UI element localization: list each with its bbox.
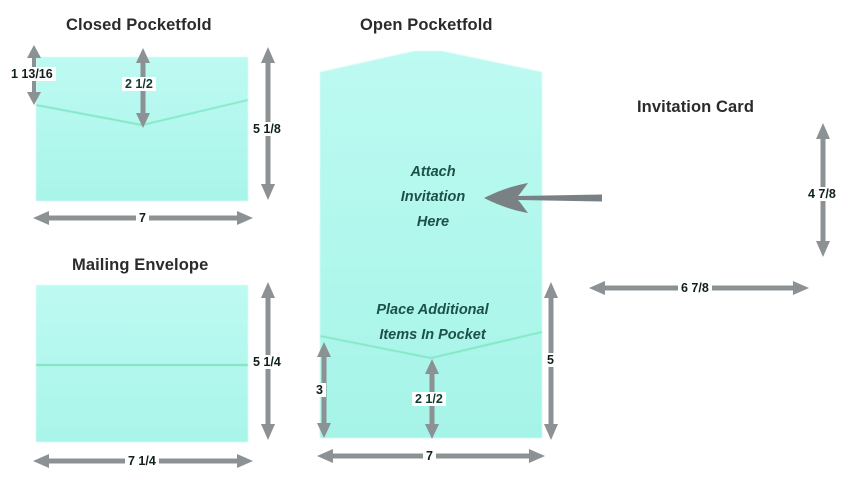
attach-invitation-note: Attach Invitation Here [378,160,488,235]
open-pocketfold-shape [314,44,548,444]
invitation-card-width-label: 6 7/8 [678,281,712,295]
closed-pocketfold-title: Closed Pocketfold [66,16,212,34]
place-items-line-1: Place Additional [376,302,489,318]
attach-invitation-line-3: Here [416,214,450,230]
mailing-envelope-shape [30,279,256,449]
attach-pointer-arrow [482,183,604,213]
invitation-card-height-label: 4 7/8 [805,187,839,201]
mailing-envelope-height-label: 5 1/4 [250,355,284,369]
closed-pocketfold-pocket-depth-label: 2 1/2 [122,77,156,91]
place-items-note: Place Additional Items In Pocket [360,298,505,348]
mailing-envelope-width-label: 7 1/4 [125,454,159,468]
place-items-line-2: Items In Pocket [379,327,486,343]
mailing-envelope-title: Mailing Envelope [72,256,209,274]
open-pocketfold-pocket-center-height-label: 2 1/2 [412,392,446,406]
attach-invitation-line-2: Invitation [400,189,466,205]
closed-pocketfold-flap-height-label: 1 13/16 [8,67,56,81]
open-pocketfold-panel-height-label: 5 [544,353,557,367]
open-pocketfold-title: Open Pocketfold [360,16,493,34]
closed-pocketfold-total-width-label: 7 [136,211,149,225]
closed-pocketfold-total-height-label: 5 1/8 [250,122,284,136]
open-pocketfold-pocket-side-height-label: 3 [313,383,326,397]
invitation-card-title: Invitation Card [637,98,755,116]
attach-invitation-line-1: Attach [410,164,456,180]
open-pocketfold-panel-width-label: 7 [423,449,436,463]
